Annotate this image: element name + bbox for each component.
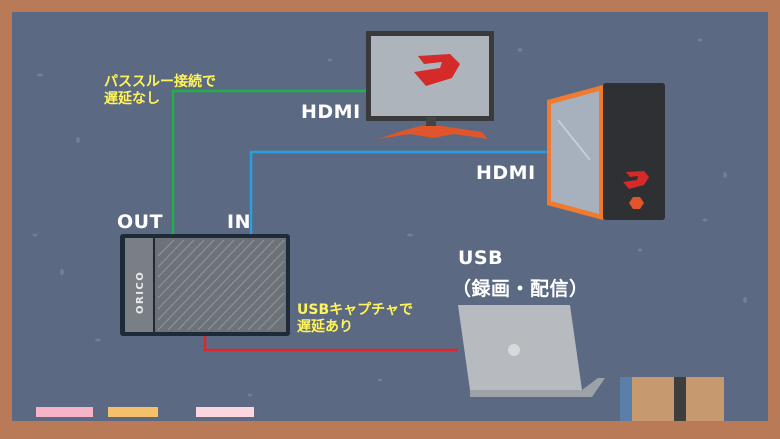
hdmi-cable: [249, 150, 548, 236]
hdmi-monitor-label: HDMI: [301, 101, 361, 123]
usb-label: USB: [458, 247, 504, 269]
books-illustration: [620, 377, 724, 421]
usb-purpose-label: （録画・配信）: [452, 278, 589, 300]
device-brand-text: ORICO: [135, 271, 146, 314]
usb-cable: [203, 332, 458, 352]
capture-device-illustration: ORICO: [120, 234, 290, 336]
in-label: IN: [227, 211, 251, 233]
capture-note-line-1: USBキャプチャで: [297, 302, 413, 318]
pc-logo-icon: [623, 171, 649, 189]
out-label: OUT: [117, 211, 164, 233]
passthrough-note-line-1: パススルー接続で: [104, 74, 216, 90]
hdmi-pc-label: HDMI: [476, 162, 536, 184]
passthrough-note-line-2: 遅延なし: [104, 91, 160, 107]
capture-note-line-2: 遅延あり: [297, 319, 353, 335]
pc-tower-illustration: [547, 83, 665, 220]
capture-note: USBキャプチャで 遅延あり: [297, 302, 413, 336]
monitor-illustration: [366, 31, 494, 139]
chalk-light-pink: [196, 407, 254, 417]
laptop-illustration: [458, 305, 605, 397]
passthrough-cable: [171, 89, 367, 236]
game-logo-icon: [414, 54, 460, 86]
chalk-specks: [32, 38, 747, 397]
chalk-pink: [36, 407, 93, 417]
laptop-logo-icon: [508, 344, 520, 356]
chalk-yellow: [108, 407, 158, 417]
passthrough-note: パススルー接続で 遅延なし: [104, 74, 216, 108]
